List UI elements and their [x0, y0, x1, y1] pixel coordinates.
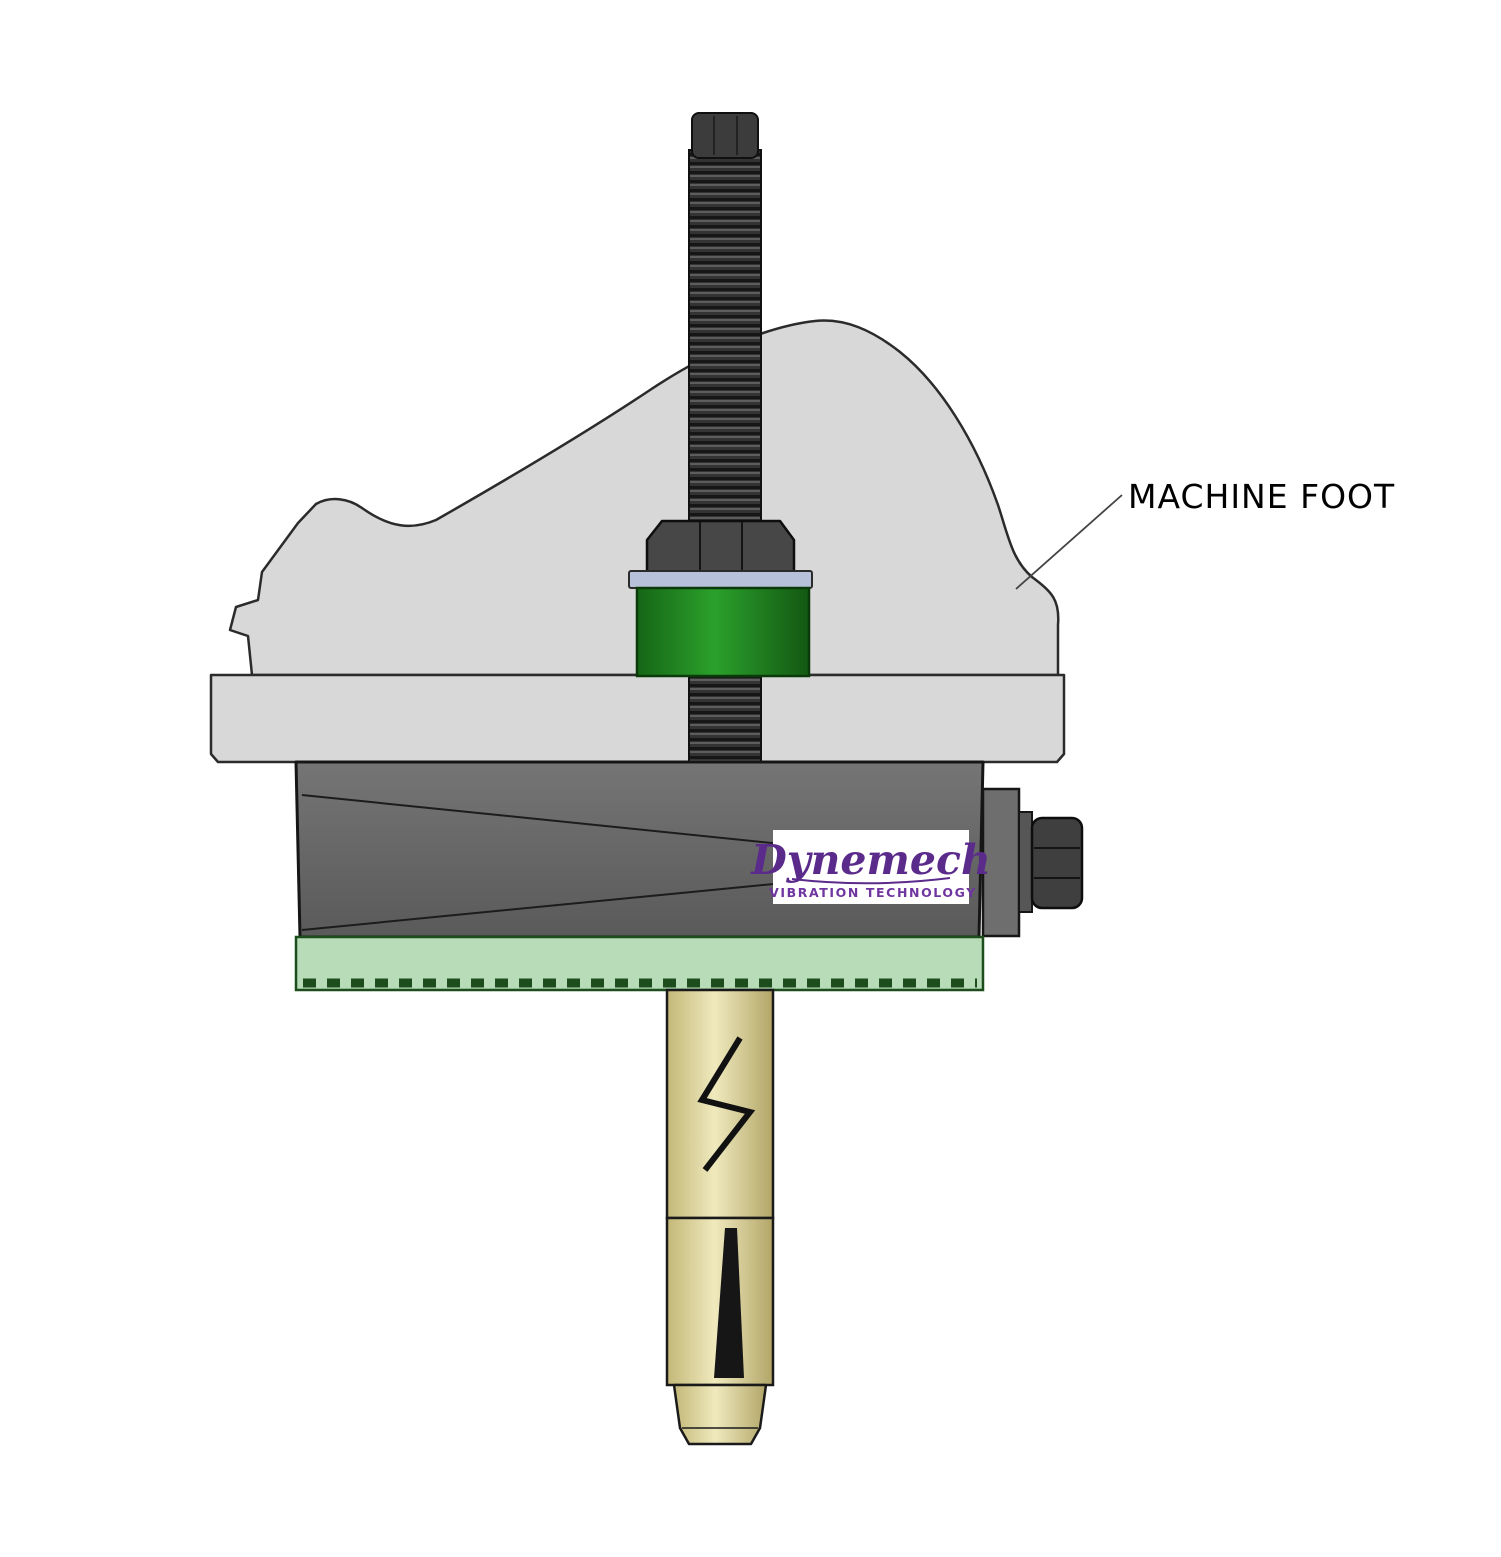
machine-foot-callout: MACHINE FOOT [1015, 477, 1395, 590]
anchor-slot [714, 1228, 744, 1378]
logo-swash [791, 877, 951, 885]
anchor-tip [672, 1383, 768, 1446]
leader-line [1015, 494, 1123, 590]
logo-background [773, 830, 969, 904]
hex-nut [645, 519, 796, 580]
machine-foot-upper-shape [228, 319, 1060, 677]
machine-foot-label: MACHINE FOOT [1128, 477, 1395, 516]
logo-tagline-text: VIBRATION TECHNOLOGY [769, 885, 977, 900]
dynemech-logo: Dynemech VIBRATION TECHNOLOGY [750, 830, 991, 904]
side-washer [1018, 811, 1033, 913]
side-plate [981, 787, 1021, 938]
anchor-bolt [665, 988, 775, 1446]
machine-foot-slab [209, 673, 1066, 764]
rod-head [691, 112, 759, 159]
side-hex-nut [1030, 816, 1084, 910]
washer [628, 570, 813, 589]
logo-brand-text: Dynemech [750, 836, 991, 884]
rubber-bushing [635, 586, 811, 678]
base-pad [294, 935, 985, 992]
anchor-crack [697, 1036, 756, 1172]
side-bolt-assembly [981, 787, 1084, 938]
